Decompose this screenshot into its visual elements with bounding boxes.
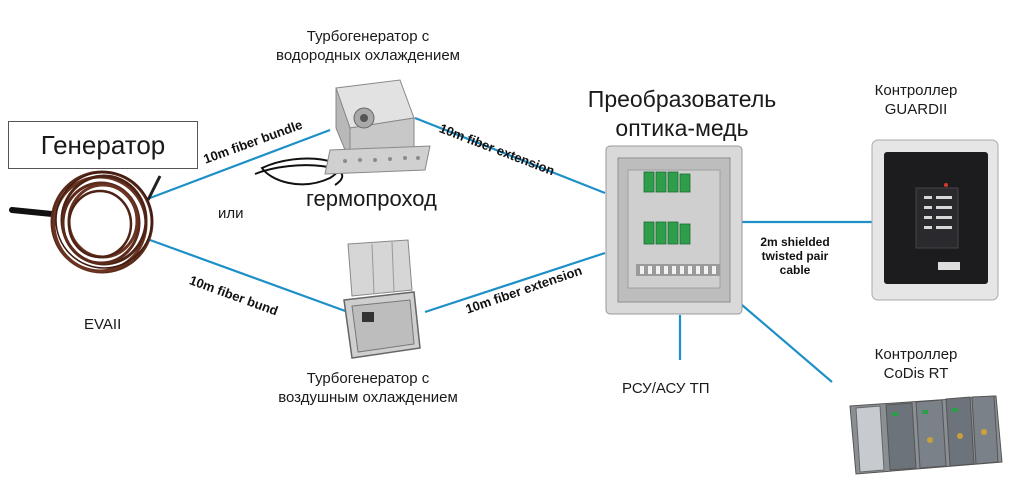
air-turbo-title: Турбогенератор с воздушным охлаждением (278, 370, 458, 406)
evaii-label: EVAII (84, 316, 122, 333)
converter-cabinet-icon (605, 145, 743, 315)
line-air-to-converter (424, 251, 606, 314)
line-sensor-to-hydrogen (149, 128, 331, 200)
feedthrough-label: гермопроход (306, 186, 437, 211)
generator-label-box: Генератор (8, 121, 198, 169)
connection-lines (149, 116, 872, 383)
guardii-title: Контроллер GUARDII (874, 82, 958, 118)
codis-controller-icon (849, 395, 1003, 475)
twisted-pair-label: 2m shielded twisted pair cable (760, 235, 830, 277)
rsu-label: РСУ/АСУ ТП (622, 380, 710, 397)
generator-label: Генератор (40, 129, 166, 160)
codis-title: Контроллер CoDis RT (874, 346, 958, 382)
line-converter-to-codis (741, 304, 833, 383)
line-hydrogen-to-converter (414, 116, 606, 195)
air-cooled-enclosure-icon (343, 239, 421, 359)
line-sensor-to-air (149, 238, 349, 314)
hydrogen-turbo-title: Турбогенератор с водородных охлаждением (276, 28, 460, 64)
or-label: или (218, 205, 244, 222)
hydrogen-feedthrough-icon (254, 79, 431, 186)
evaii-sensor-coil-icon (9, 170, 162, 274)
converter-title: Преобразователь оптика-медь (587, 86, 777, 141)
guardii-controller-icon (871, 139, 999, 301)
